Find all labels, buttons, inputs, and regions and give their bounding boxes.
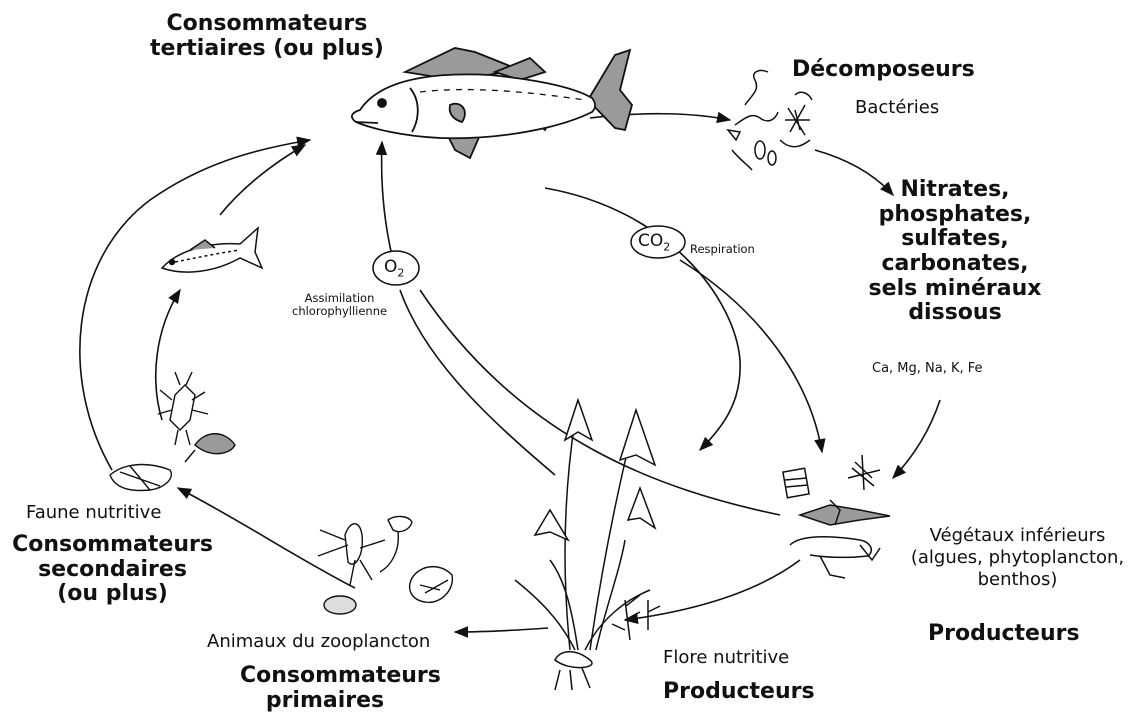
- minerals-line-2: phosphates,: [860, 203, 1050, 228]
- arrow-smallfish-to-fish: [220, 145, 305, 215]
- flora-role: Producteurs: [663, 680, 815, 705]
- arrow-respiration-to-algae: [680, 260, 822, 452]
- line-algae-to-o2: [420, 290, 780, 515]
- arrow-o2-to-fish: [382, 142, 395, 268]
- arrow-plant-to-zooplankton: [455, 628, 548, 632]
- decomposers-title: Décomposeurs: [792, 58, 975, 83]
- lower-plants-line-3: benthos): [905, 569, 1130, 591]
- small-fish-illustration: [162, 228, 262, 272]
- respiration-label: Respiration: [690, 243, 755, 256]
- primary-consumers-label: Consommateurs primaires: [240, 664, 410, 713]
- flora-label: Flore nutritive: [663, 648, 789, 668]
- lower-plants-label: Végétaux inférieurs (algues, phytoplanct…: [905, 525, 1130, 591]
- lower-plants-line-1: Végétaux inférieurs: [905, 525, 1130, 547]
- minerals-line-5: sels minéraux: [860, 277, 1050, 302]
- assimilation-line-1: Assimilation: [292, 292, 387, 305]
- zooplankton-label: Animaux du zooplancton: [207, 632, 430, 652]
- minerals-line-1: Nitrates,: [860, 178, 1050, 203]
- bacteria-illustration: [728, 70, 812, 170]
- secondary-consumers-line-3: (ou plus): [10, 582, 215, 607]
- minerals-ions: Ca, Mg, Na, K, Fe: [872, 362, 983, 377]
- secondary-consumers-line-2: secondaires: [10, 558, 215, 583]
- aquatic-plant-illustration: [515, 400, 660, 690]
- minerals-line-4: carbonates,: [860, 252, 1050, 277]
- decomposers-subtitle: Bactéries: [855, 98, 939, 118]
- o2-label: O2: [384, 259, 404, 278]
- co2-text: CO: [638, 231, 663, 251]
- o2-subscript: 2: [397, 266, 404, 279]
- tertiary-consumers-label: Consommateurs tertiaires (ou plus): [150, 12, 384, 61]
- tertiary-consumers-line-1: Consommateurs: [150, 12, 384, 37]
- o2-text: O: [384, 257, 397, 277]
- arrow-fauna-to-fish: [80, 140, 310, 470]
- minerals-line-6: dissous: [860, 301, 1050, 326]
- assimilation-line-2: chlorophyllienne: [292, 305, 387, 318]
- lower-plants-role: Producteurs: [928, 622, 1080, 647]
- minerals-line-3: sulfates,: [860, 227, 1050, 252]
- secondary-consumers-label: Consommateurs secondaires (ou plus): [10, 533, 215, 607]
- nutritive-fauna-illustration: [110, 372, 235, 490]
- perch-fish-illustration: [352, 48, 632, 158]
- co2-subscript: 2: [663, 240, 670, 253]
- lower-plants-line-2: (algues, phytoplancton,: [905, 547, 1130, 569]
- tertiary-consumers-line-2: tertiaires (ou plus): [150, 37, 384, 62]
- arrow-minerals-to-algae: [893, 400, 940, 478]
- primary-consumers-line-1: Consommateurs: [240, 664, 410, 689]
- minerals-label: Nitrates, phosphates, sulfates, carbonat…: [860, 178, 1050, 326]
- co2-label: CO2: [638, 233, 670, 252]
- arrow-plant-to-o2: [400, 290, 555, 475]
- algae-illustration: [783, 455, 890, 578]
- zooplankton-illustration: [318, 516, 452, 614]
- assimilation-label: Assimilation chlorophyllienne: [292, 292, 387, 318]
- secondary-consumers-line-1: Consommateurs: [10, 533, 215, 558]
- fauna-label: Faune nutritive: [26, 503, 161, 523]
- primary-consumers-line-2: primaires: [240, 689, 410, 714]
